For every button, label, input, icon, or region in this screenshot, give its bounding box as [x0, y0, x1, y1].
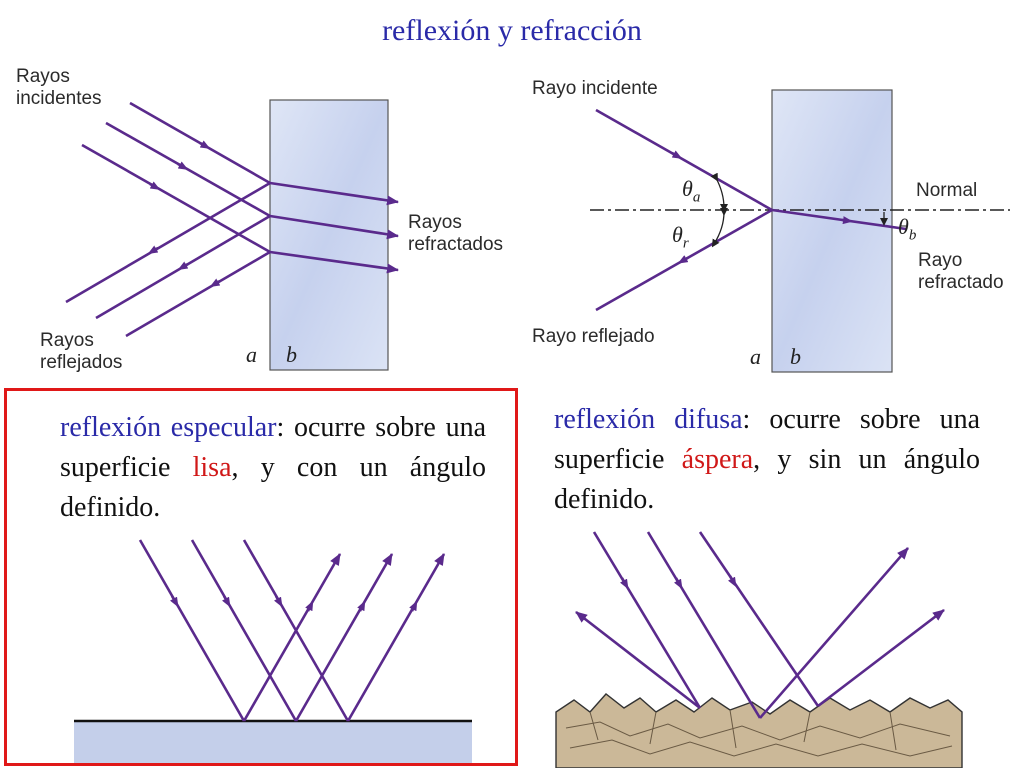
specular-frame [4, 388, 518, 766]
refracted-ray-1 [269, 181, 399, 206]
theta-b-label: θb [898, 214, 917, 244]
angle-arc-r [711, 207, 729, 248]
specular-reflected-2 [294, 553, 394, 722]
glass-block-right [771, 89, 893, 373]
theta-a-label: θa [682, 176, 701, 206]
refracted-rays-label: Rayos refractados [408, 212, 504, 255]
theta-r-label: θr [672, 222, 689, 252]
page-title: reflexión y refracción [382, 14, 642, 47]
diffuse-reflected-3 [817, 608, 945, 708]
diffuse-incident-1 [592, 531, 702, 709]
specular-reflected-3 [346, 553, 446, 722]
normal-label: Normal [916, 180, 978, 201]
diffuse-diagram [555, 531, 963, 768]
medium-a-label-left: a [246, 342, 257, 367]
specular-incident-1 [138, 539, 246, 722]
diffuse-reflected-1 [575, 610, 701, 710]
diffuse-reflected-2 [759, 547, 909, 719]
left-refraction-diagram [65, 99, 399, 371]
specular-term: reflexión especular [60, 412, 277, 443]
incident-ray-label: Rayo incidente [532, 78, 658, 99]
diffuse-incident-2 [646, 531, 762, 719]
rough-word: áspera [681, 444, 754, 475]
diffuse-incident-3 [698, 531, 820, 707]
refracted-ray-label: Rayo refractado [918, 250, 1004, 293]
reflected-ray-3 [125, 250, 271, 338]
medium-b-label-right: b [790, 344, 801, 369]
angle-arc-a [710, 172, 728, 212]
specular-description: reflexión especular: ocurre sobre una su… [60, 412, 487, 523]
glass-block-left [269, 99, 389, 371]
medium-a-label-right: a [750, 344, 761, 369]
reflected-ray-1 [65, 181, 271, 304]
smooth-word: lisa [192, 452, 232, 483]
incident-rays-label: Rayos incidentes [16, 66, 102, 109]
reflected-rays-label: Rayos reflejados [40, 330, 123, 373]
rough-surface [555, 693, 963, 768]
reflected-ray-label: Rayo reflejado [532, 326, 655, 347]
refracted-ray-3 [269, 250, 399, 274]
right-refraction-diagram [590, 89, 1010, 373]
incident-ray [595, 108, 773, 212]
diffuse-term: reflexión difusa [554, 404, 743, 435]
refracted-ray-2 [269, 214, 399, 240]
smooth-surface [74, 721, 472, 765]
medium-b-label-left: b [286, 342, 297, 367]
diffuse-description: reflexión difusa: ocurre sobre una super… [554, 404, 981, 515]
specular-reflected-1 [242, 553, 342, 722]
specular-diagram [74, 539, 472, 765]
specular-incident-2 [190, 539, 298, 722]
